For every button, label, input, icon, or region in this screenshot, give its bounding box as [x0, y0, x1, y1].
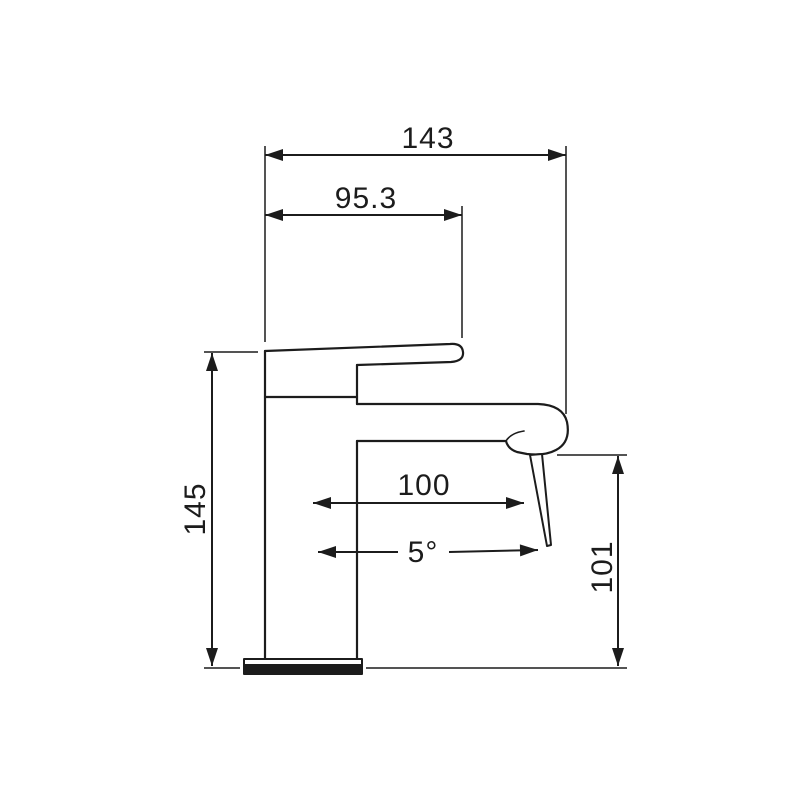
dim-spout-height: 101 [366, 454, 627, 669]
dimension-line [448, 544, 539, 557]
dim-handle-projection: 95.3 [265, 182, 463, 338]
dimension-label-total-height: 145 [179, 482, 212, 535]
dimension-label-stream-angle: 5° [408, 536, 439, 569]
dim-total-height: 145 [179, 351, 258, 669]
aerator-joint-curve [505, 430, 525, 442]
water-stream [529, 453, 552, 547]
dimension-label-spout-height: 101 [586, 540, 619, 593]
dim-total-width: 143 [264, 122, 567, 414]
faucet-handle [263, 342, 465, 367]
base-plate-hatch [244, 664, 362, 673]
dim-stream-angle: 5° [318, 536, 539, 569]
faucet-outline [243, 342, 569, 675]
dimension-label-spout-reach: 100 [397, 469, 450, 502]
faucet-spout [355, 402, 569, 456]
dimension-label-total-width: 143 [401, 122, 454, 155]
dimension-label-handle-projection: 95.3 [335, 182, 397, 215]
dim-spout-reach: 100 [313, 469, 524, 509]
